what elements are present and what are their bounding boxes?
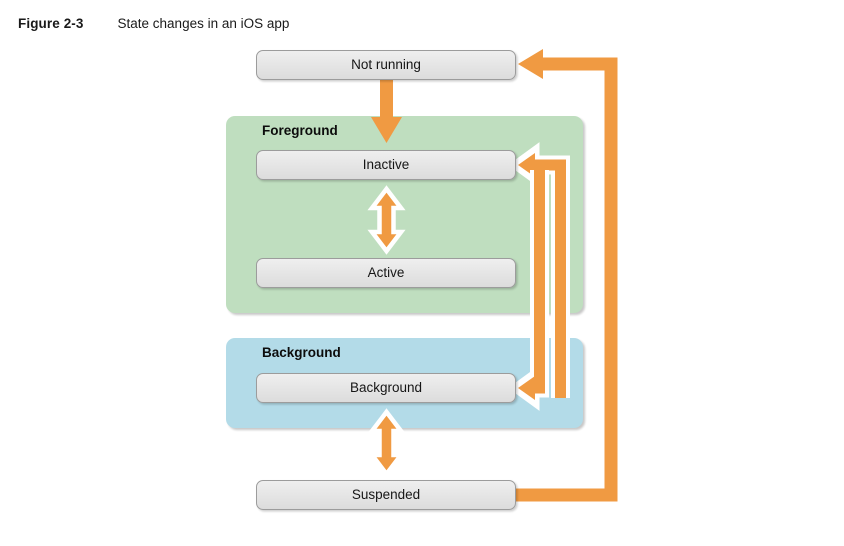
group-foreground-label: Foreground <box>262 123 338 138</box>
state-box-background[interactable]: Background <box>256 373 516 403</box>
figure-caption: Figure 2-3 State changes in an iOS app <box>18 16 289 31</box>
state-label-inactive: Inactive <box>362 157 410 173</box>
group-background-label: Background <box>262 345 341 360</box>
state-label-not-running: Not running <box>351 57 421 73</box>
figure-title: State changes in an iOS app <box>117 16 290 31</box>
state-label-background: Background <box>349 380 423 396</box>
state-box-inactive[interactable]: Inactive <box>256 150 516 180</box>
state-label-suspended: Suspended <box>351 487 421 503</box>
figure-label: Figure 2-3 <box>18 16 84 31</box>
state-label-active: Active <box>367 265 405 281</box>
state-box-suspended[interactable]: Suspended <box>256 480 516 510</box>
state-box-active[interactable]: Active <box>256 258 516 288</box>
state-box-not-running[interactable]: Not running <box>256 50 516 80</box>
